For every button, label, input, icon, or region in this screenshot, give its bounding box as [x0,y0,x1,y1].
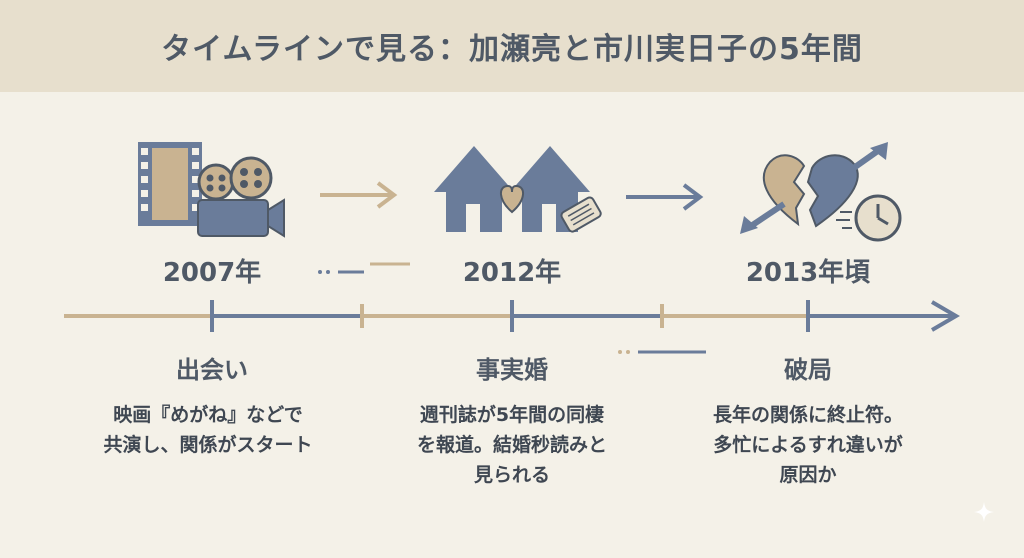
film-camera-icon [136,140,286,240]
decorative-dashes [616,344,716,364]
arrow-right-icon [318,180,398,210]
title-banner: タイムラインで見る：加瀬亮と市川実日子の5年間 [0,0,1024,92]
arrow-right-icon [624,182,704,212]
description-line: 長年の関係に終止符。 [712,404,903,426]
sparkle-icon [972,500,996,524]
description-line: を報道。結婚秒読みと [416,434,607,456]
description-line: 多忙によるすれ違いが [713,434,903,456]
broken-heart-clock-icon [736,138,916,248]
houses-heart-icon [432,142,602,252]
event-description: 映画『めがね』などで 共演し、関係がスタート [68,400,348,460]
description-line: 共演し、関係がスタート [103,434,313,456]
description-line: 映画『めがね』などで [113,404,303,426]
event-year: 2013年頃 [745,258,871,288]
event-label: 事実婚 [476,356,548,384]
event-label: 破局 [784,356,832,384]
event-description: 週刊誌が5年間の同棲 を報道。結婚秒読みと 見られる [372,400,652,490]
page-title: タイムラインで見る：加瀬亮と市川実日子の5年間 [161,32,863,67]
timeline-axis [60,296,970,336]
event-year: 2007年 [162,258,262,288]
event-label: 出会い [176,356,248,384]
decorative-dashes [316,258,416,278]
description-line: 週刊誌が5年間の同棲 [419,404,605,426]
event-year: 2012年 [462,258,562,288]
description-line: 原因か [779,464,837,486]
description-line: 見られる [473,464,550,486]
event-description: 長年の関係に終止符。 多忙によるすれ違いが 原因か [668,400,948,490]
